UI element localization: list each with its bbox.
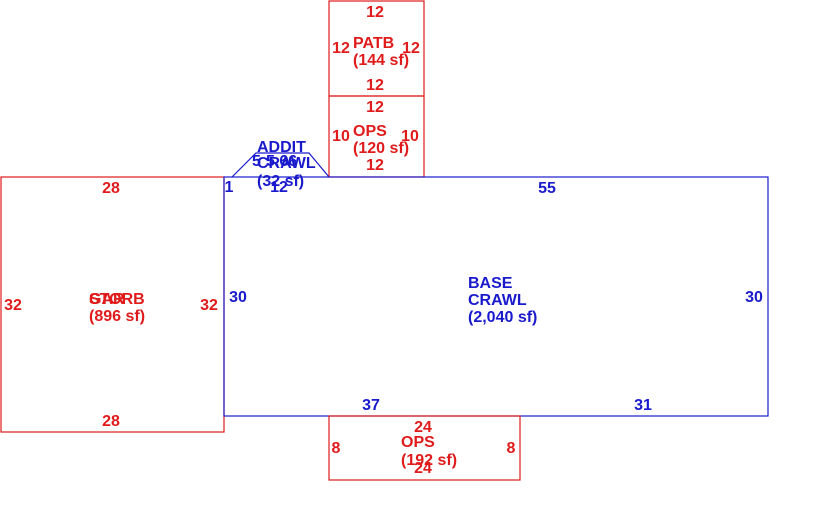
ops-top-right-dim: 10 (401, 128, 419, 145)
ops-top-name: OPS (353, 123, 387, 140)
addit-edge-dim: 1 (225, 179, 234, 196)
base-name: BASE (468, 275, 513, 292)
ops-bottom-top-dim: 24 (414, 419, 432, 436)
patb-top-dim: 12 (366, 4, 384, 21)
ops-bottom-area: (192 sf) (401, 452, 457, 469)
base-left-dim: 30 (229, 289, 247, 306)
ops-top-bottom-dim: 12 (366, 157, 384, 174)
base-right-dim: 30 (745, 289, 763, 306)
patb-bottom-dim: 12 (366, 77, 384, 94)
ops-top-area: (120 sf) (353, 140, 409, 157)
garage-left-dim: 32 (4, 297, 22, 314)
garage-name-b: STORB (89, 291, 145, 308)
ops-top-left-dim: 10 (332, 128, 350, 145)
ops-top-top-dim: 12 (366, 99, 384, 116)
ops-bottom-bottom-dim: 24 (414, 460, 432, 477)
base-top-dim: 55 (538, 180, 556, 197)
garage-name-a: GAR (89, 291, 125, 308)
base-bottom-left-dim: 37 (362, 397, 380, 414)
garage-area: (896 sf) (89, 308, 145, 325)
addit-area: (32 sf) (257, 173, 304, 190)
base-area: (2,040 sf) (468, 309, 537, 326)
addit-sub: CRAWL (257, 155, 316, 172)
addit-outline (231, 152, 330, 178)
base-bottom-right-dim: 31 (634, 397, 652, 414)
addit-side-a: 5 (252, 153, 261, 170)
addit-bottom-dim: 12 (270, 179, 288, 196)
garage-right-dim: 32 (200, 297, 218, 314)
ops-bottom-name: OPS (401, 434, 435, 451)
ops-bottom-left-dim: 8 (332, 440, 341, 457)
patb-area: (144 sf) (353, 52, 409, 69)
addit-side-b: 5.66 (266, 153, 297, 170)
patb-name: PATB (353, 35, 394, 52)
patb-left-dim: 12 (332, 40, 350, 57)
ops-bottom-outline (328, 415, 521, 481)
base-sub: CRAWL (468, 292, 527, 309)
garage-bottom-dim: 28 (102, 413, 120, 430)
patb-right-dim: 12 (402, 40, 420, 57)
ops-bottom-right-dim: 8 (507, 440, 516, 457)
addit-name: ADDIT (257, 139, 306, 156)
garage-top-dim: 28 (102, 180, 120, 197)
